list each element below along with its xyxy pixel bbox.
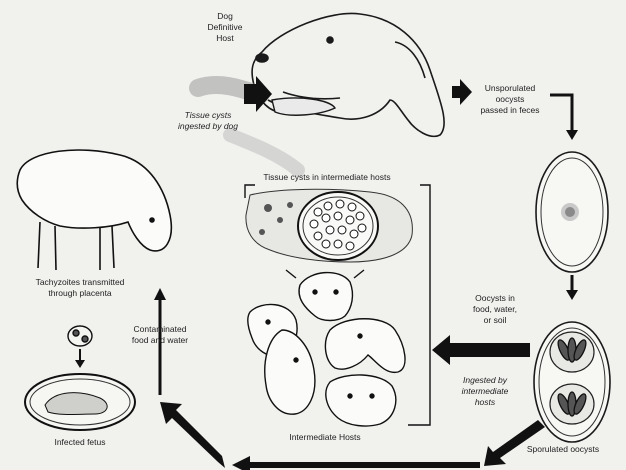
dog-host-label: Host bbox=[205, 33, 245, 43]
oocysts-in-line1: Oocysts in bbox=[460, 293, 530, 303]
ingested-by-line2: intermediate bbox=[445, 386, 525, 396]
oocysts-in-line3: or soil bbox=[460, 315, 530, 325]
intermediate-hosts-label: Intermediate Hosts bbox=[265, 432, 385, 442]
unsporulated-line1: Unsporulated bbox=[470, 83, 550, 93]
arrow-down-2 bbox=[566, 275, 578, 300]
arrow-sporulated-diagonal bbox=[484, 420, 545, 466]
infected-fetus-label: Infected fetus bbox=[30, 437, 130, 447]
contaminated-line2: food and water bbox=[120, 335, 200, 345]
dog-head-illustration bbox=[252, 13, 444, 136]
cow-head-illustration bbox=[286, 270, 364, 321]
arrow-dog-to-feces bbox=[452, 79, 472, 105]
tissue-cysts-ingested-line1: Tissue cysts bbox=[168, 110, 248, 120]
tachyzoites-line1: Tachyzoites transmitted bbox=[15, 277, 145, 287]
arrow-oocyst-to-hosts bbox=[432, 335, 530, 365]
ingested-by-line1: Ingested by bbox=[445, 375, 525, 385]
tissue-cysts-ingested-line2: ingested by dog bbox=[168, 121, 248, 131]
unsporulated-oocyst bbox=[536, 152, 608, 272]
arrow-bottom-left-diagonal bbox=[160, 402, 225, 468]
tissue-cysts-intermediate-label: Tissue cysts in intermediate hosts bbox=[232, 172, 422, 182]
contaminated-line1: Contaminated bbox=[120, 324, 200, 334]
dog-subtitle-label: Definitive bbox=[195, 22, 255, 32]
dog-title-label: Dog bbox=[205, 11, 245, 21]
oocysts-in-line2: food, water, bbox=[460, 304, 530, 314]
dog-mouth bbox=[272, 98, 335, 115]
infected-fetus-illustration bbox=[25, 374, 135, 430]
arrow-placenta-to-fetus bbox=[75, 349, 85, 368]
dog-head-intermediate-illustration bbox=[325, 319, 405, 373]
tissue-cyst-illustration bbox=[246, 189, 412, 262]
sporulated-oocyst bbox=[534, 322, 610, 442]
sheep-head-illustration bbox=[326, 375, 396, 426]
arrow-to-unsporulated-oocyst bbox=[550, 95, 572, 132]
sporulated-oocysts-label: Sporulated oocysts bbox=[508, 444, 618, 454]
placenta-illustration bbox=[68, 326, 92, 346]
ingested-by-line3: hosts bbox=[445, 397, 525, 407]
sheep-body-illustration bbox=[17, 150, 171, 270]
tachyzoites-line2: through placenta bbox=[15, 288, 145, 298]
arrowhead-down-1 bbox=[566, 130, 578, 140]
unsporulated-line3: passed in feces bbox=[470, 105, 550, 115]
arrow-bottom-horizontal bbox=[232, 456, 480, 470]
horse-head-illustration bbox=[265, 330, 315, 414]
unsporulated-line2: oocysts bbox=[470, 94, 550, 104]
